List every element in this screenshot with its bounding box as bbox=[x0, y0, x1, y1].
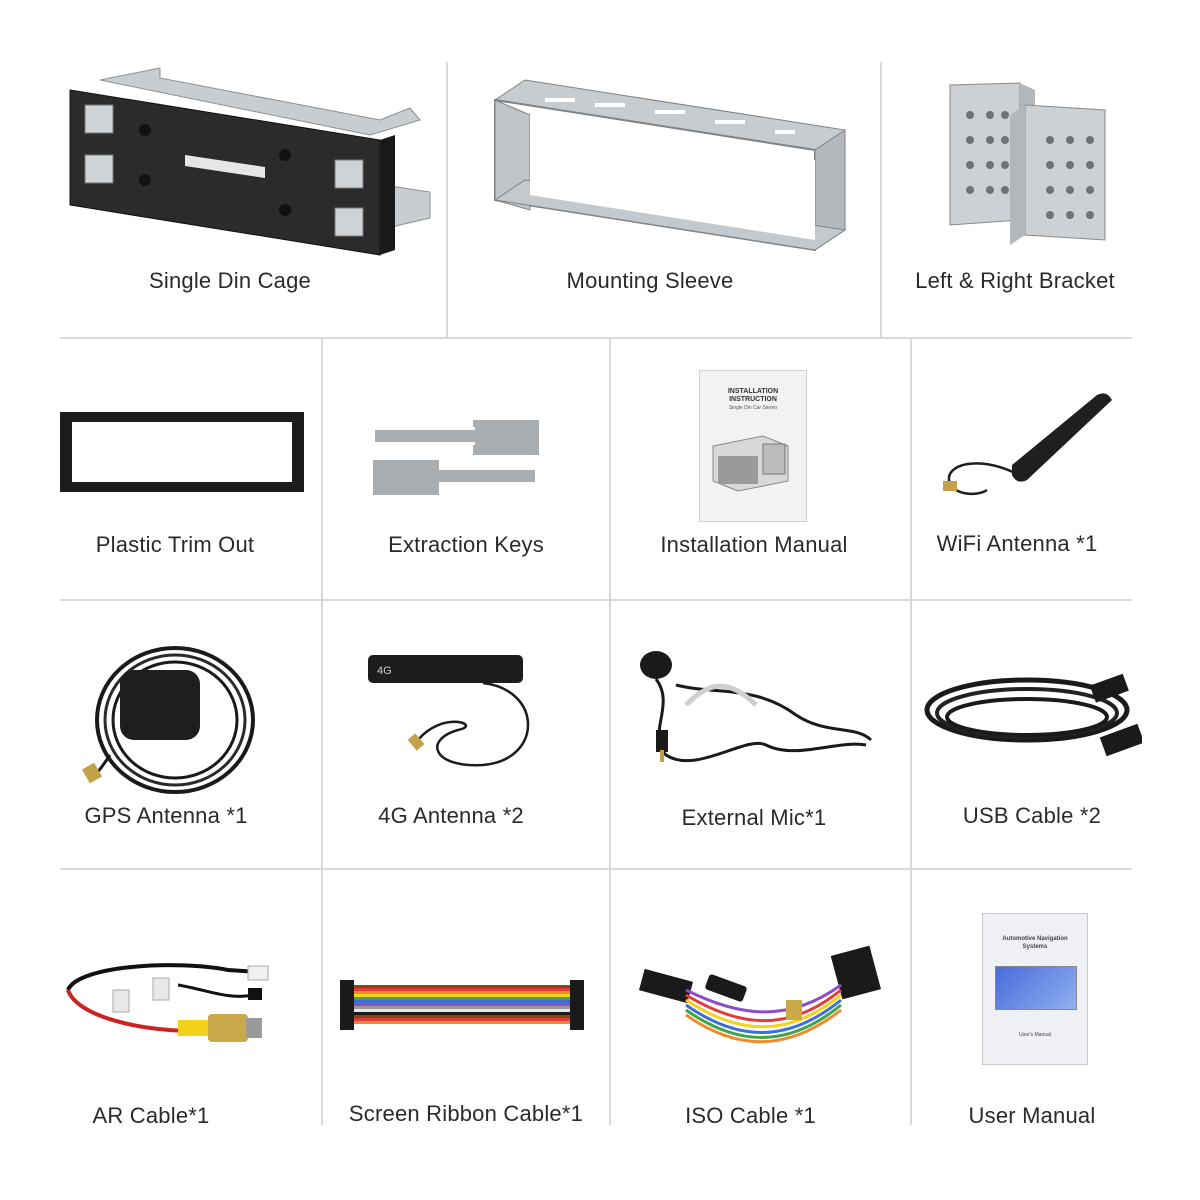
4g-mark: 4G bbox=[377, 665, 392, 677]
4g-antenna-image: 4G bbox=[368, 655, 530, 767]
ribbon-cable-image bbox=[340, 980, 584, 1030]
divider bbox=[60, 868, 1132, 870]
stereo-illustration bbox=[712, 435, 789, 492]
external-mic-image bbox=[640, 651, 873, 763]
item-screen-ribbon-cable: Screen Ribbon Cable*1 bbox=[323, 875, 609, 1140]
item-external-mic: External Mic*1 bbox=[611, 605, 910, 867]
item-wifi-antenna: WiFi Antenna *1 bbox=[912, 345, 1152, 595]
item-label: Installation Manual bbox=[660, 532, 848, 557]
usb-cable-image bbox=[924, 673, 1142, 757]
item-4g-antenna: 4G 4G Antenna *2 bbox=[323, 605, 609, 867]
divider bbox=[446, 62, 448, 337]
iso-cable-image bbox=[639, 945, 882, 1044]
divider bbox=[910, 339, 912, 1125]
single-din-cage-image bbox=[69, 67, 431, 256]
item-label: 4G Antenna *2 bbox=[378, 803, 524, 828]
item-label: Extraction Keys bbox=[388, 532, 544, 557]
manual-title-line1: INSTALLATION bbox=[727, 388, 779, 395]
brackets-image bbox=[949, 82, 1106, 245]
mounting-sleeve-image bbox=[493, 79, 847, 252]
item-label: External Mic*1 bbox=[681, 805, 827, 830]
item-mounting-sleeve: Mounting Sleeve bbox=[450, 60, 880, 330]
extraction-keys-image bbox=[373, 420, 539, 495]
item-label: GPS Antenna *1 bbox=[84, 803, 248, 828]
item-ar-cable: AR Cable*1 bbox=[50, 875, 322, 1140]
user-manual-subtitle: User's Manual bbox=[1019, 1032, 1051, 1038]
user-manual-cover: Automotive Navigation Systems User's Man… bbox=[982, 913, 1088, 1065]
trim-frame-image bbox=[60, 412, 304, 492]
ar-cable-image bbox=[66, 963, 269, 1042]
user-manual-title-line2: Systems bbox=[1022, 944, 1048, 950]
divider bbox=[609, 339, 611, 1125]
user-manual-title-line1: Automotive Navigation bbox=[1002, 936, 1068, 942]
item-label: Single Din Cage bbox=[149, 268, 311, 293]
item-label: Mounting Sleeve bbox=[566, 268, 734, 293]
item-label: USB Cable *2 bbox=[962, 803, 1102, 828]
manual-cover: INSTALLATION INSTRUCTION Single Din Car … bbox=[699, 370, 807, 522]
item-label: ISO Cable *1 bbox=[685, 1103, 816, 1128]
item-label: AR Cable*1 bbox=[92, 1103, 210, 1128]
item-usb-cable: USB Cable *2 bbox=[912, 605, 1152, 867]
item-installation-manual: INSTALLATION INSTRUCTION Single Din Car … bbox=[611, 345, 910, 595]
item-user-manual: Automotive Navigation Systems User's Man… bbox=[912, 875, 1152, 1140]
manual-subtitle: Single Din Car Stereo bbox=[728, 405, 778, 411]
item-label: Left & Right Bracket bbox=[915, 268, 1115, 293]
item-iso-cable: ISO Cable *1 bbox=[611, 875, 910, 1140]
divider bbox=[60, 337, 1132, 339]
divider bbox=[321, 339, 323, 1125]
manual-title-line2: INSTRUCTION bbox=[729, 396, 777, 403]
wifi-antenna-image bbox=[943, 393, 1112, 496]
item-single-din-cage: Single Din Cage bbox=[40, 60, 440, 330]
gps-antenna-image bbox=[81, 646, 255, 794]
item-extraction-keys: Extraction Keys bbox=[323, 345, 609, 595]
item-label: Screen Ribbon Cable*1 bbox=[348, 1101, 584, 1126]
user-manual-screen bbox=[995, 966, 1077, 1010]
item-label: Plastic Trim Out bbox=[95, 532, 255, 557]
item-label: User Manual bbox=[968, 1103, 1096, 1128]
item-label: WiFi Antenna *1 bbox=[936, 531, 1098, 556]
item-gps-antenna: GPS Antenna *1 bbox=[50, 605, 322, 867]
divider bbox=[60, 599, 1132, 601]
item-plastic-trim-out: Plastic Trim Out bbox=[50, 345, 322, 595]
item-left-right-bracket: Left & Right Bracket bbox=[885, 60, 1185, 330]
divider bbox=[880, 62, 882, 337]
